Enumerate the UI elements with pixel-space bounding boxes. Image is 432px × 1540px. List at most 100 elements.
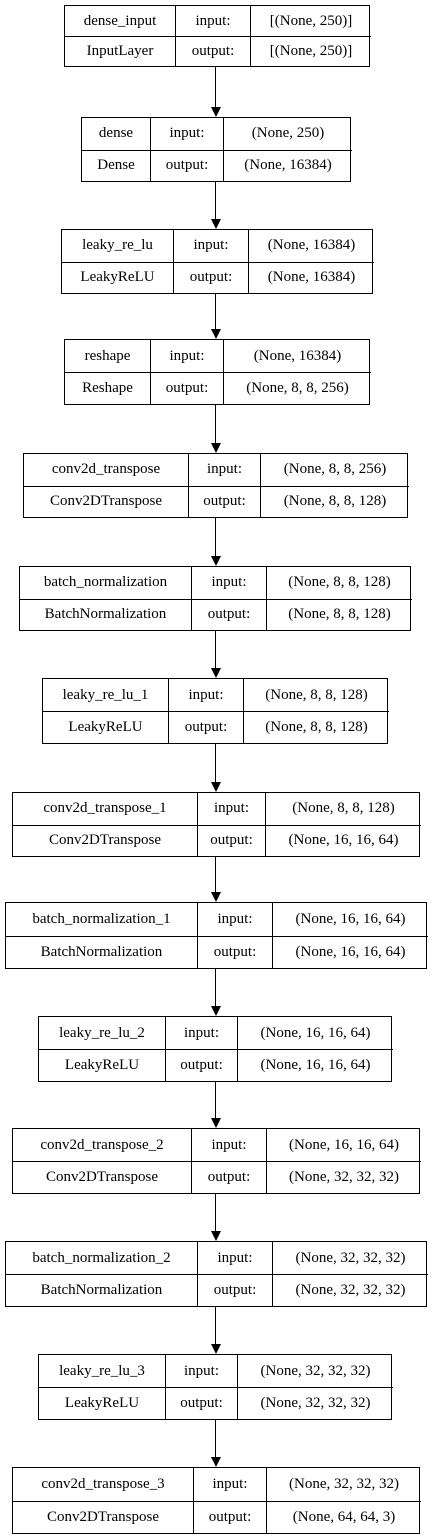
layer-type: Dense: [82, 149, 150, 182]
arrowhead-icon: [210, 782, 221, 792]
edge-arrow-line: [215, 518, 216, 556]
output-label: output:: [193, 1500, 266, 1533]
input-shape: (None, 32, 32, 32): [266, 1468, 421, 1501]
output-shape: (None, 8, 8, 256): [223, 372, 371, 404]
layer-node-conv2d_transpose_1: conv2d_transpose_1 input:(None, 8, 8, 128…: [12, 792, 421, 857]
edge-arrow-line: [215, 1420, 216, 1457]
layer-name: conv2d_transpose: [51, 461, 161, 478]
input-shape: (None, 8, 8, 256): [260, 454, 409, 486]
arrowhead-icon: [210, 1344, 221, 1354]
arrowhead-icon: [210, 892, 221, 902]
edge-arrow-line: [215, 1082, 216, 1118]
edge-arrow-line: [215, 744, 216, 782]
layer-node-conv2d_transpose: conv2d_transpose input:(None, 8, 8, 256) C…: [23, 453, 409, 518]
layer-type: Reshape: [65, 372, 150, 404]
input-label: input:: [188, 454, 260, 486]
output-shape: (None, 16, 16, 64): [272, 935, 428, 968]
edge-arrow-line: [215, 969, 216, 1006]
layer-type: LeakyReLU: [62, 261, 173, 294]
edge-arrow-line: [215, 182, 216, 219]
input-shape: (None, 8, 8, 128): [265, 793, 421, 825]
arrowhead-icon: [210, 1231, 221, 1241]
layer-node-batch_normalization_2: batch_normalization_2 input:(None, 32, 32…: [5, 1241, 428, 1307]
layer-type: Conv2DTranspose: [24, 485, 188, 518]
input-label: input:: [175, 6, 250, 36]
input-label: input:: [165, 1017, 237, 1049]
arrowhead-icon: [210, 329, 221, 339]
layer-name: leaky_re_lu_1: [62, 686, 149, 703]
arrowhead-icon: [210, 443, 221, 453]
output-label: output:: [188, 485, 260, 517]
layer-type: BatchNormalization: [6, 1274, 197, 1306]
layer-type: Conv2DTranspose: [13, 1500, 193, 1534]
input-shape: (None, 32, 32, 32): [272, 1242, 428, 1274]
arrowhead-icon: [210, 556, 221, 566]
arrowhead-icon: [210, 219, 221, 229]
output-label: output:: [173, 261, 248, 293]
output-label: output:: [175, 36, 250, 66]
input-label: input:: [191, 567, 266, 599]
layer-type: BatchNormalization: [20, 598, 191, 631]
layer-name: leaky_re_lu_3: [59, 1362, 145, 1379]
output-shape: (None, 8, 8, 128): [260, 485, 409, 517]
input-label: input:: [191, 1129, 266, 1161]
output-shape: (None, 16, 16, 64): [265, 824, 421, 856]
arrowhead-icon: [210, 668, 221, 678]
output-shape: (None, 8, 8, 128): [266, 598, 412, 630]
output-shape: (None, 16, 16, 64): [237, 1049, 393, 1081]
output-shape: (None, 16384): [223, 149, 352, 181]
input-label: input:: [165, 1355, 237, 1387]
output-shape: (None, 32, 32, 32): [266, 1161, 421, 1193]
layer-name: reshape: [84, 347, 131, 364]
output-label: output:: [165, 1049, 237, 1081]
input-label: input:: [197, 793, 265, 825]
layer-name: dense: [98, 125, 134, 142]
output-shape: (None, 16384): [248, 261, 374, 293]
input-label: input:: [168, 679, 243, 711]
output-label: output:: [165, 1387, 237, 1419]
arrowhead-icon: [210, 107, 221, 117]
input-shape: (None, 16384): [223, 340, 371, 372]
edge-arrow-line: [215, 1307, 216, 1344]
output-label: output:: [150, 149, 223, 181]
input-label: input:: [150, 340, 223, 372]
layer-name: batch_normalization: [43, 574, 168, 591]
layer-name: batch_normalization_2: [32, 1249, 171, 1266]
edge-arrow-line: [215, 67, 216, 107]
edge-arrow-line: [215, 294, 216, 329]
layer-node-batch_normalization_1: batch_normalization_1 input:(None, 16, 16…: [5, 902, 428, 969]
input-shape: (None, 16, 16, 64): [266, 1129, 421, 1161]
input-label: input:: [150, 118, 223, 150]
edge-arrow-line: [215, 631, 216, 668]
output-shape: (None, 32, 32, 32): [237, 1387, 393, 1419]
layer-type: Conv2DTranspose: [13, 1161, 191, 1193]
input-label: input:: [197, 903, 272, 936]
layer-type: LeakyReLU: [39, 1387, 165, 1419]
input-label: input:: [197, 1242, 272, 1274]
input-shape: (None, 16384): [248, 230, 374, 262]
layer-name: batch_normalization_1: [32, 910, 171, 927]
layer-type: LeakyReLU: [39, 1049, 165, 1081]
layer-name: leaky_re_lu: [82, 237, 153, 254]
layer-type: BatchNormalization: [6, 935, 197, 969]
edge-arrow-line: [215, 857, 216, 892]
output-label: output:: [197, 824, 265, 856]
output-label: output:: [197, 1274, 272, 1306]
output-label: output:: [168, 711, 243, 743]
output-shape: (None, 64, 64, 3): [266, 1500, 421, 1533]
input-label: input:: [173, 230, 248, 262]
input-shape: (None, 250): [223, 118, 352, 150]
layer-name: conv2d_transpose_1: [43, 800, 167, 817]
input-shape: (None, 16, 16, 64): [237, 1017, 393, 1049]
output-shape: (None, 8, 8, 128): [243, 711, 389, 743]
output-label: output:: [191, 1161, 266, 1193]
